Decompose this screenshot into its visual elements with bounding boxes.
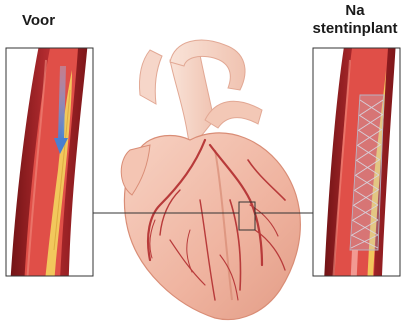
panel-before	[6, 40, 93, 327]
heart-illustration	[121, 40, 300, 319]
pulmonary-artery	[205, 101, 262, 128]
label-before: Voor	[22, 12, 82, 29]
label-after-line2: stentinplant	[308, 20, 401, 37]
label-after-line1: Na	[310, 2, 400, 19]
vena-cava	[139, 50, 162, 104]
heart-body	[124, 133, 300, 320]
panel-after	[313, 40, 400, 327]
